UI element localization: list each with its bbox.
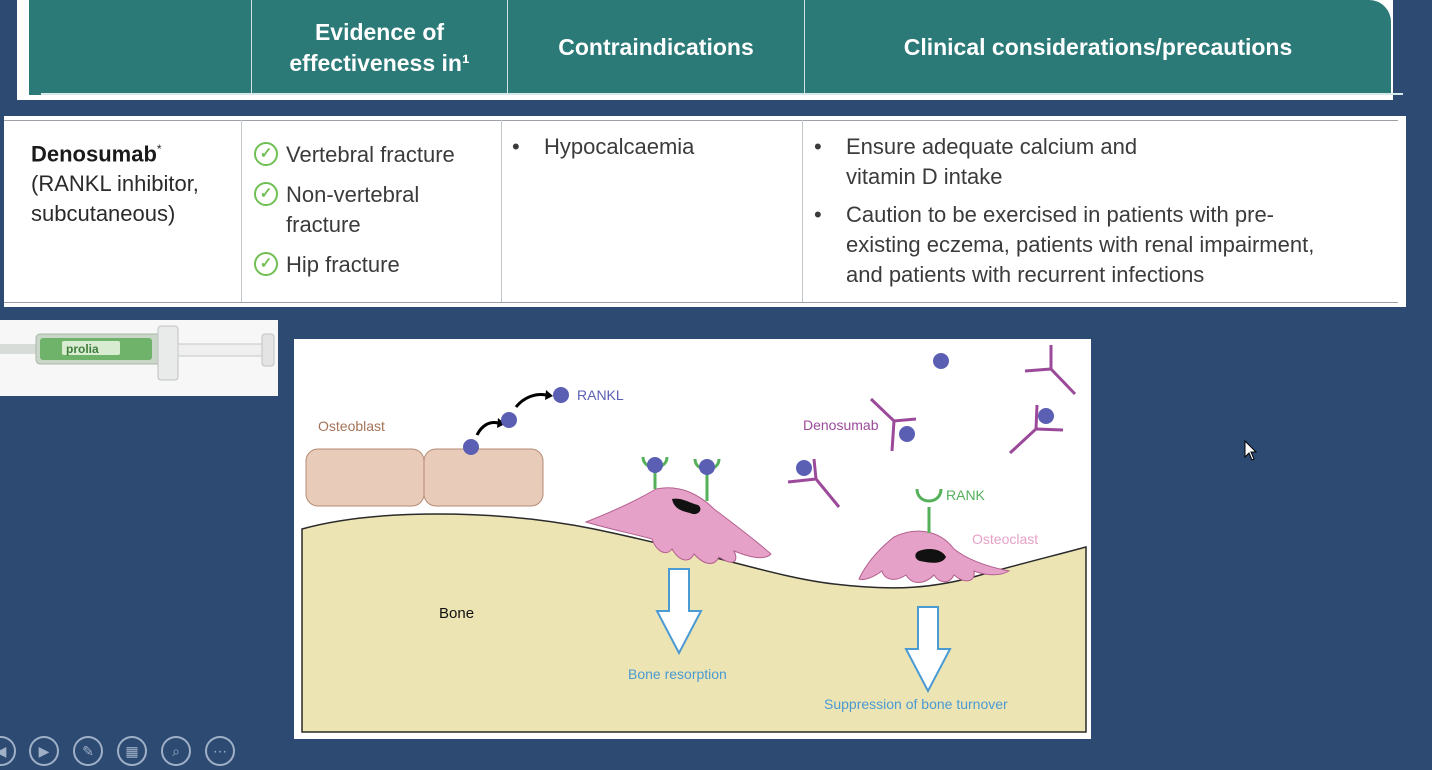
evidence-text: fracture — [286, 212, 361, 237]
consideration-text: and patients with recurrent infections — [846, 262, 1205, 287]
osteoblast-cell — [305, 448, 425, 507]
rank-label: RANK — [946, 487, 986, 503]
osteoblast-cell — [423, 448, 544, 507]
header-evidence-line1: Evidence of — [314, 18, 445, 45]
drug-class: (RANKL inhibitor, — [31, 171, 199, 197]
bone-resorption-label: Bone resorption — [628, 666, 727, 682]
evidence-item: ✓ Non-vertebral fracture — [254, 180, 455, 240]
evidence-item: ✓ Vertebral fracture — [254, 140, 455, 170]
suppression-label: Suppression of bone turnover — [824, 696, 1008, 712]
down-arrow-icon — [655, 568, 703, 656]
consideration-text: Ensure adequate calcium and — [846, 134, 1138, 159]
header-clinical-considerations: Clinical considerations/precautions — [804, 0, 1391, 95]
bone-label: Bone — [439, 605, 474, 622]
syringe-label: prolia — [66, 342, 99, 356]
denosumab-mechanism-diagram: Bone Osteoblast RANKL RANK Osteoclast De — [294, 339, 1091, 739]
rankl-molecule — [463, 439, 479, 455]
denosumab-antibody — [1024, 345, 1077, 396]
header-evidence: Evidence of effectiveness in¹ — [251, 0, 507, 95]
mouse-cursor-icon — [1244, 439, 1258, 467]
rankl-molecule — [933, 353, 949, 369]
denosumab-antibody — [787, 458, 841, 508]
down-arrow-icon — [904, 606, 952, 694]
column-divider — [802, 120, 803, 303]
considerations-list: • Ensure adequate calcium and vitamin D … — [814, 132, 1374, 298]
rankl-label: RANKL — [577, 387, 624, 403]
evidence-text: Hip fracture — [286, 252, 400, 277]
drug-name: Denosumab — [31, 141, 157, 167]
bullet-icon: • — [512, 134, 520, 159]
consideration-text: Caution to be exercised in patients with… — [846, 202, 1275, 227]
drug-route: subcutaneous) — [31, 201, 176, 227]
evidence-list: ✓ Vertebral fracture ✓ Non-vertebral fra… — [254, 140, 455, 290]
header-divider — [41, 93, 1403, 95]
slides-icon[interactable]: ▦ — [117, 736, 147, 766]
header-contraindications: Contraindications — [507, 0, 804, 95]
denosumab-antibody — [869, 397, 917, 452]
check-circle-icon: ✓ — [254, 252, 278, 276]
bullet-icon: • — [814, 134, 822, 159]
table-header-panel: Evidence of effectiveness in¹ Contraindi… — [17, 0, 1403, 100]
check-circle-icon: ✓ — [254, 142, 278, 166]
rankl-molecule — [501, 412, 517, 428]
drug-footnote-mark: * — [156, 142, 162, 156]
column-divider — [241, 120, 242, 303]
check-circle-icon: ✓ — [254, 182, 278, 206]
row-top-rule — [4, 120, 1398, 121]
drug-cell: Denosumab* (RANKL inhibitor, subcutaneou… — [31, 134, 199, 229]
denosumab-antibody — [1008, 404, 1064, 455]
syringe-image: prolia — [0, 320, 278, 396]
osteoclast-label: Osteoclast — [972, 531, 1038, 547]
list-item: • Hypocalcaemia — [512, 132, 694, 162]
header-empty-cell — [29, 0, 251, 95]
contraindications-list: • Hypocalcaemia — [512, 132, 694, 170]
osteoclast-cell — [584, 487, 772, 564]
next-icon[interactable]: ▶ — [29, 736, 59, 766]
denosumab-label: Denosumab — [803, 417, 879, 433]
previous-icon[interactable]: ◀ — [0, 736, 16, 766]
osteoblast-label: Osteoblast — [318, 418, 385, 434]
row-bottom-rule — [4, 302, 1398, 303]
rankl-molecule — [553, 387, 569, 403]
more-icon[interactable]: ⋯ — [205, 736, 235, 766]
evidence-item: ✓ Hip fracture — [254, 250, 455, 280]
list-item: • Caution to be exercised in patients wi… — [814, 200, 1374, 290]
contraindication-text: Hypocalcaemia — [544, 134, 695, 159]
evidence-text: Non-vertebral — [286, 182, 420, 207]
consideration-text: existing eczema, patients with renal imp… — [846, 232, 1315, 257]
table-row: Denosumab* (RANKL inhibitor, subcutaneou… — [4, 116, 1406, 307]
column-divider — [501, 120, 502, 303]
list-item: • Ensure adequate calcium and vitamin D … — [814, 132, 1374, 192]
pen-icon[interactable]: ✎ — [73, 736, 103, 766]
table-header: Evidence of effectiveness in¹ Contraindi… — [29, 0, 1403, 95]
evidence-text: Vertebral fracture — [286, 142, 455, 167]
bullet-icon: • — [814, 202, 822, 227]
zoom-icon[interactable]: ⌕ — [161, 736, 191, 766]
header-evidence-line2: effectiveness in¹ — [289, 49, 470, 76]
consideration-text: vitamin D intake — [846, 164, 1003, 189]
